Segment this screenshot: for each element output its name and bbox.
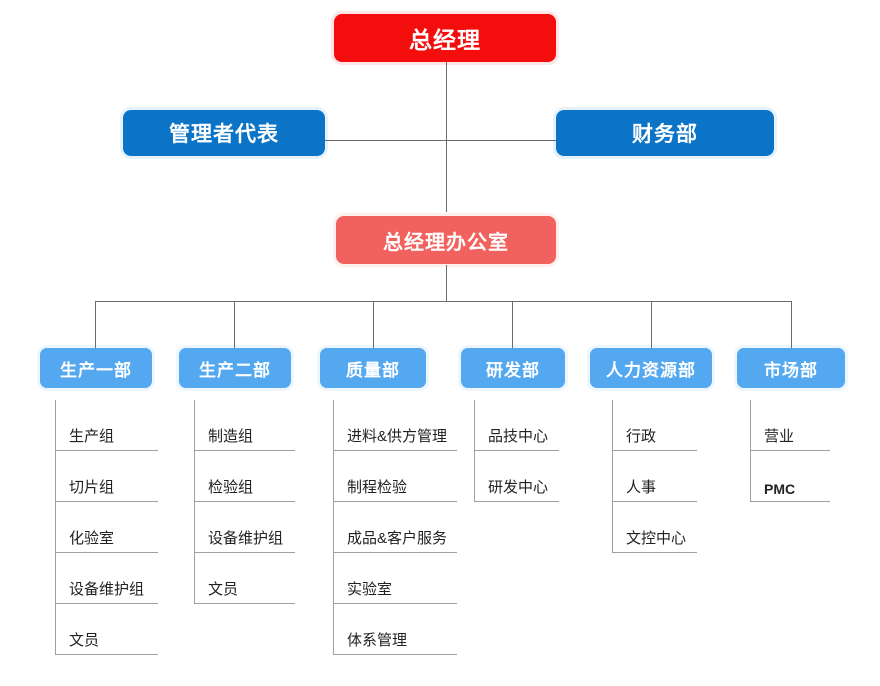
list-item[interactable]: 文员 (55, 604, 158, 655)
node-management-representative[interactable]: 管理者代表 (123, 110, 325, 156)
list-item[interactable]: 设备维护组 (194, 502, 295, 553)
subcolumn-spine (333, 400, 334, 655)
node-department-production-1-label: 生产一部 (60, 360, 132, 380)
node-finance-department[interactable]: 财务部 (556, 110, 774, 156)
list-item[interactable]: 化验室 (55, 502, 158, 553)
node-department-production-2-label: 生产二部 (199, 360, 271, 380)
connector-ceo-to-office (446, 62, 447, 212)
list-item[interactable]: 制程检验 (333, 451, 457, 502)
subcolumn-rnd: 品技中心 研发中心 (474, 400, 559, 502)
node-department-marketing-label: 市场部 (764, 360, 818, 380)
connector-drop-dept-3 (373, 301, 374, 348)
subcolumn-hr: 行政 人事 文控中心 (612, 400, 697, 553)
list-item[interactable]: 生产组 (55, 400, 158, 451)
subcolumn-spine (194, 400, 195, 604)
list-item[interactable]: 实验室 (333, 553, 457, 604)
list-item[interactable]: 制造组 (194, 400, 295, 451)
connector-office-down (446, 265, 447, 301)
connector-drop-dept-1 (95, 301, 96, 348)
list-item[interactable]: 进料&供方管理 (333, 400, 457, 451)
subcolumn-production-2: 制造组 检验组 设备维护组 文员 (194, 400, 295, 604)
list-item[interactable]: 检验组 (194, 451, 295, 502)
connector-drop-dept-6 (791, 301, 792, 348)
node-department-quality-label: 质量部 (346, 360, 400, 380)
list-item[interactable]: 成品&客户服务 (333, 502, 457, 553)
subcolumn-spine (55, 400, 56, 655)
connector-drop-dept-2 (234, 301, 235, 348)
subcolumn-marketing: 营业 PMC (750, 400, 830, 502)
list-item[interactable]: 切片组 (55, 451, 158, 502)
node-general-manager-label: 总经理 (409, 27, 481, 53)
node-department-quality[interactable]: 质量部 (320, 348, 426, 388)
list-item[interactable]: PMC (750, 451, 830, 502)
node-department-rnd[interactable]: 研发部 (461, 348, 565, 388)
subcolumn-quality: 进料&供方管理 制程检验 成品&客户服务 实验室 体系管理 (333, 400, 457, 655)
list-item[interactable]: 研发中心 (474, 451, 559, 502)
node-department-marketing[interactable]: 市场部 (737, 348, 845, 388)
subcolumn-spine (612, 400, 613, 553)
node-department-production-2[interactable]: 生产二部 (179, 348, 291, 388)
node-gm-office[interactable]: 总经理办公室 (336, 216, 556, 264)
subcolumn-spine (750, 400, 751, 502)
list-item[interactable]: 文员 (194, 553, 295, 604)
list-item[interactable]: 人事 (612, 451, 697, 502)
node-department-production-1[interactable]: 生产一部 (40, 348, 152, 388)
node-department-hr-label: 人力资源部 (606, 360, 696, 380)
list-item[interactable]: 设备维护组 (55, 553, 158, 604)
node-management-representative-label: 管理者代表 (169, 123, 279, 146)
connector-drop-dept-4 (512, 301, 513, 348)
subcolumn-spine (474, 400, 475, 502)
node-department-rnd-label: 研发部 (486, 360, 540, 380)
node-finance-department-label: 财务部 (632, 123, 698, 146)
list-item[interactable]: 文控中心 (612, 502, 697, 553)
list-item[interactable]: 营业 (750, 400, 830, 451)
subcolumn-production-1: 生产组 切片组 化验室 设备维护组 文员 (55, 400, 158, 655)
connector-department-bus (95, 301, 792, 302)
connector-drop-dept-5 (651, 301, 652, 348)
list-item[interactable]: 行政 (612, 400, 697, 451)
connector-staff-crossbar (324, 140, 568, 141)
list-item[interactable]: 体系管理 (333, 604, 457, 655)
node-gm-office-label: 总经理办公室 (383, 231, 509, 254)
node-department-hr[interactable]: 人力资源部 (590, 348, 712, 388)
node-general-manager[interactable]: 总经理 (334, 14, 556, 62)
list-item[interactable]: 品技中心 (474, 400, 559, 451)
